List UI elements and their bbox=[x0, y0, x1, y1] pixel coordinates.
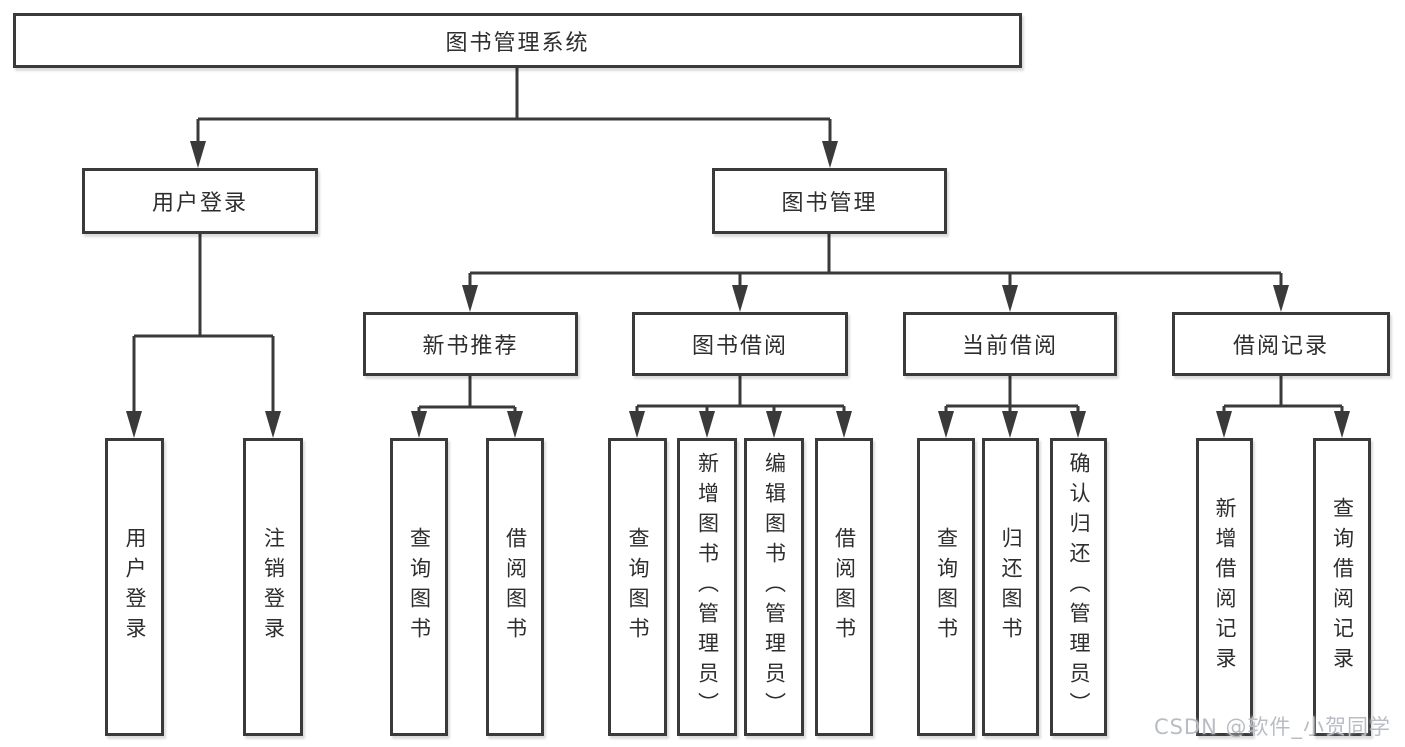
leaf-borrow-borrow-books-label: 借阅图书 bbox=[832, 527, 857, 647]
leaf-borrow-add-books-admin-label: 新增图书（管理员） bbox=[695, 452, 720, 722]
leaf-recommend-borrow-books: 借阅图书 bbox=[486, 438, 544, 736]
leaf-current-return-books-label: 归还图书 bbox=[999, 527, 1023, 647]
node-book-borrow-label: 图书借阅 bbox=[691, 334, 788, 359]
leaf-borrow-edit-books-admin: 编辑图书（管理员） bbox=[744, 438, 804, 736]
node-current-borrow: 当前借阅 bbox=[903, 312, 1117, 376]
connector-management-to-level2 bbox=[462, 234, 1289, 312]
leaf-records-add-record-label: 新增借阅记录 bbox=[1213, 497, 1237, 677]
leaf-current-query-books: 查询图书 bbox=[917, 438, 975, 736]
connector-records-children bbox=[1216, 374, 1350, 438]
connector-current-children bbox=[938, 374, 1086, 438]
csdn-watermark: CSDN @软件_小贺同学 bbox=[1153, 715, 1391, 739]
node-borrow-records-label: 借阅记录 bbox=[1232, 334, 1329, 359]
leaf-records-query-record-label: 查询借阅记录 bbox=[1330, 497, 1355, 677]
node-book-borrow: 图书借阅 bbox=[632, 312, 848, 376]
leaf-borrow-query-books-label: 查询图书 bbox=[626, 527, 650, 647]
leaf-borrow-borrow-books: 借阅图书 bbox=[815, 438, 873, 736]
node-user-login: 用户登录 bbox=[82, 168, 318, 234]
node-borrow-records: 借阅记录 bbox=[1172, 312, 1390, 376]
leaf-records-add-record: 新增借阅记录 bbox=[1196, 438, 1253, 736]
leaf-recommend-query-books: 查询图书 bbox=[390, 438, 448, 736]
leaf-borrow-add-books-admin: 新增图书（管理员） bbox=[677, 438, 737, 736]
leaf-recommend-query-books-label: 查询图书 bbox=[407, 527, 432, 647]
node-new-book-recommend: 新书推荐 bbox=[363, 312, 578, 376]
connector-login-children bbox=[126, 234, 281, 438]
leaf-user-login: 用户登录 bbox=[105, 438, 164, 736]
node-root-label: 图书管理系统 bbox=[445, 30, 590, 56]
node-root: 图书管理系统 bbox=[13, 13, 1022, 68]
leaf-recommend-borrow-books-label: 借阅图书 bbox=[503, 527, 528, 647]
connector-borrow-children bbox=[629, 374, 852, 438]
connector-recommend-children bbox=[411, 374, 523, 438]
leaf-current-return-books: 归还图书 bbox=[982, 438, 1039, 736]
leaf-user-login-label: 用户登录 bbox=[123, 527, 147, 647]
node-book-management: 图书管理 bbox=[712, 168, 947, 234]
leaf-current-confirm-return-admin-label: 确认归还（管理员） bbox=[1067, 452, 1091, 722]
leaf-logout: 注销登录 bbox=[243, 438, 303, 736]
leaf-records-query-record: 查询借阅记录 bbox=[1313, 438, 1371, 736]
connector-root-to-level1 bbox=[190, 68, 838, 168]
leaf-logout-label: 注销登录 bbox=[261, 527, 286, 647]
node-book-management-label: 图书管理 bbox=[781, 191, 878, 216]
node-user-login-label: 用户登录 bbox=[151, 191, 248, 216]
node-current-borrow-label: 当前借阅 bbox=[961, 334, 1058, 359]
leaf-current-confirm-return-admin: 确认归还（管理员） bbox=[1050, 438, 1107, 736]
leaf-current-query-books-label: 查询图书 bbox=[934, 527, 959, 647]
node-new-book-recommend-label: 新书推荐 bbox=[422, 334, 519, 359]
leaf-borrow-query-books: 查询图书 bbox=[608, 438, 667, 736]
leaf-borrow-edit-books-admin-label: 编辑图书（管理员） bbox=[762, 452, 787, 722]
